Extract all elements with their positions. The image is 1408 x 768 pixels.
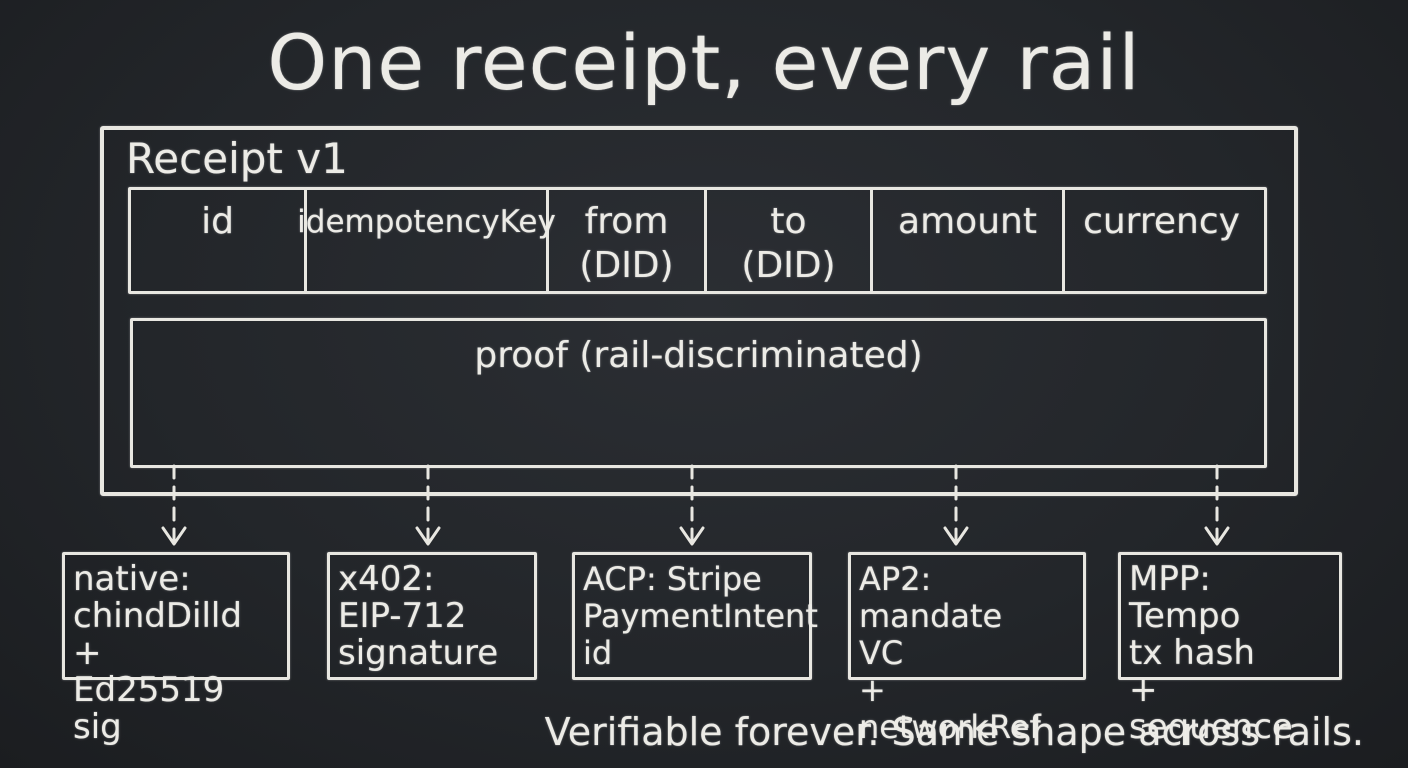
field-amount: amount [873,190,1065,291]
field-currency: currency [1083,201,1240,242]
proof-label: proof (rail-discriminated) [474,335,923,376]
rail-ap2: AP2: mandate VC + networkRef [848,552,1086,746]
arrow-ap2 [943,464,969,546]
arrow-native [161,464,187,546]
rail-acp: ACP: Stripe PaymentIntent id [572,552,818,680]
arrow-x402 [415,464,441,546]
proof-box: proof (rail-discriminated) [130,318,1267,468]
receipt-container [100,126,1298,496]
rail-x402: x402: EIP-712 signature [327,552,537,680]
receipt-fields-row: id idempotencyKey from (DID) to (DID) am… [128,187,1267,294]
field-to-did: to (DID) [707,190,873,291]
arrow-acp [679,464,705,546]
rail-mpp: MPP: Tempo tx hash + sequence [1118,552,1342,746]
field-id: id [131,190,307,291]
receipt-label: Receipt v1 [126,134,348,183]
footer-note: Verifiable forever. Same shape across ra… [544,710,1364,754]
arrow-mpp [1204,464,1230,546]
diagram-title: One receipt, every rail [267,18,1141,107]
rail-native: native: chindDilld + Ed25519 sig [62,552,290,746]
field-from-did: from (DID) [549,190,707,291]
field-idempotency-key: idempotencyKey [297,190,556,291]
